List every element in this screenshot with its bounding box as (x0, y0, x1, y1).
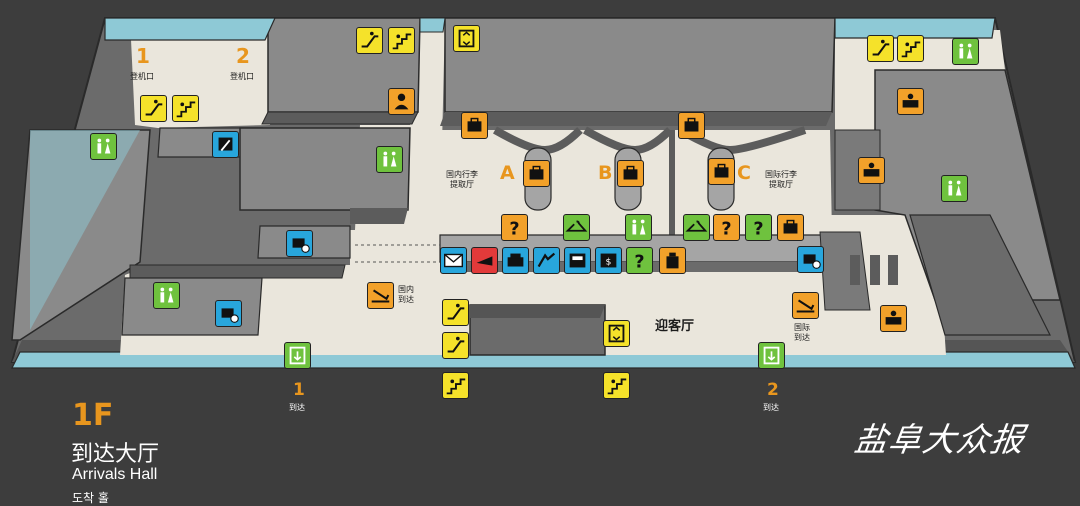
domestic-arrival-label: 国内 到达 (398, 285, 414, 304)
floor-code: 1F (72, 398, 114, 433)
escalator-icon (356, 27, 383, 54)
escalator-icon (442, 299, 469, 326)
intl-baggage-label: 国际行李 提取厅 (765, 170, 797, 189)
stairs-icon (442, 372, 469, 399)
hotel-booking-icon (659, 247, 686, 274)
help-desk-icon: ? (745, 214, 772, 241)
carousel-a-label: A (500, 162, 515, 184)
restroom-icon (153, 282, 180, 309)
immigration-icon (388, 88, 415, 115)
svg-text:?: ? (509, 219, 519, 239)
greeting-hall-label: 迎客厅 (655, 319, 695, 334)
information-icon: ? (713, 214, 740, 241)
exit-door-icon (758, 342, 785, 369)
help-desk-icon: ? (626, 247, 653, 274)
customs-icon (858, 157, 885, 184)
information-icon: ? (501, 214, 528, 241)
baggage-claim-icon (461, 112, 488, 139)
stairs-icon (388, 27, 415, 54)
escalator-icon (140, 95, 167, 122)
baggage-claim-icon (617, 160, 644, 187)
carousel-c-label: C (737, 162, 751, 184)
restroom-icon (90, 133, 117, 160)
no-baggage-cart-icon (797, 246, 824, 273)
gate-2-number: 2 (236, 44, 250, 68)
atm-icon (564, 247, 591, 274)
security-check-icon (212, 131, 239, 158)
restroom-icon (376, 146, 403, 173)
coat-check-icon (683, 214, 710, 241)
lounge-icon (502, 247, 529, 274)
svg-text:?: ? (634, 252, 644, 272)
escalator-icon (442, 332, 469, 359)
no-baggage-cart-icon (286, 230, 313, 257)
gate-1-label: 登机口 (130, 72, 154, 81)
arrival-icon (792, 292, 819, 319)
baggage-claim-icon (523, 160, 550, 187)
car-rental-icon (533, 247, 560, 274)
carousel-b-label: B (598, 162, 613, 184)
baggage-claim-icon (708, 158, 735, 185)
floor-name-en: Arrivals Hall (72, 466, 158, 483)
customs-icon (880, 305, 907, 332)
coat-check-icon (563, 214, 590, 241)
baggage-claim-icon (678, 112, 705, 139)
customs-icon (897, 88, 924, 115)
currency-exchange-icon: $ (595, 247, 622, 274)
gate-1-number: 1 (136, 44, 150, 68)
floor-name-ko: 도착 홀 (72, 491, 109, 505)
fire-extinguisher-icon (471, 247, 498, 274)
exit-1-label: 到达 (289, 403, 305, 412)
elevator-icon (603, 320, 630, 347)
svg-text:?: ? (721, 219, 731, 239)
stairs-icon (603, 372, 630, 399)
domestic-baggage-label: 国内行李 提取厅 (446, 170, 478, 189)
restroom-icon (941, 175, 968, 202)
mail-icon (440, 247, 467, 274)
svg-text:$: $ (606, 257, 612, 268)
baggage-claim-icon (777, 214, 804, 241)
stairs-icon (897, 35, 924, 62)
glass-windows (30, 17, 996, 330)
stairs-icon (172, 95, 199, 122)
exit-2-number: 2 (767, 380, 779, 400)
gate-2-label: 登机口 (230, 72, 254, 81)
floor-name-zh: 到达大厅 (71, 442, 160, 467)
walls (11, 17, 1061, 356)
escalator-icon (867, 35, 894, 62)
restroom-icon (625, 214, 652, 241)
newspaper-masthead: 盐阜大众报 (851, 420, 1028, 459)
exit-2-label: 到达 (763, 403, 779, 412)
elevator-icon (453, 25, 480, 52)
svg-text:?: ? (753, 219, 763, 239)
intl-arrival-label: 国际 到达 (794, 323, 810, 342)
no-baggage-cart-icon (215, 300, 242, 327)
exit-door-icon (284, 342, 311, 369)
restroom-icon (952, 38, 979, 65)
exit-1-number: 1 (293, 380, 305, 400)
arrival-icon (367, 282, 394, 309)
